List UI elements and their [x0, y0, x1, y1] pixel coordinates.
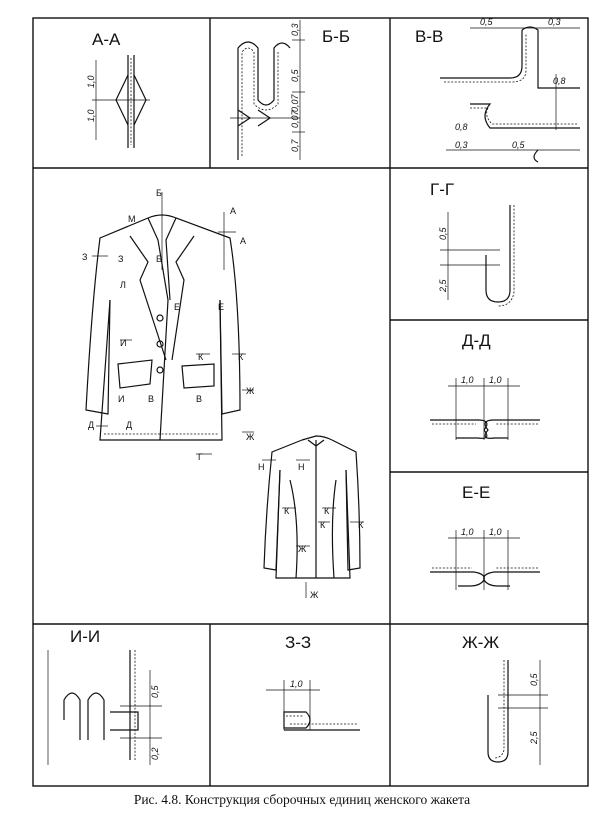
section-gg: Г-Г 0,5 2,5 [430, 180, 515, 307]
svg-text:И: И [120, 338, 126, 348]
svg-text:К: К [198, 352, 204, 362]
svg-text:1,0: 1,0 [489, 375, 502, 385]
section-title: В-В [415, 27, 443, 46]
jacket-back-view [262, 435, 364, 598]
svg-text:Н: Н [258, 462, 265, 472]
section-ee: Е-Е 1,0 1,0 [430, 483, 540, 590]
section-dd: Д-Д 1,0 1,0 [430, 331, 540, 440]
section-title: Г-Г [430, 180, 454, 199]
svg-text:Л: Л [120, 280, 126, 290]
svg-text:З: З [118, 254, 123, 264]
svg-text:Б: Б [156, 254, 162, 264]
svg-text:К: К [324, 506, 330, 516]
svg-text:0,5: 0,5 [480, 17, 494, 27]
svg-text:М: М [128, 214, 136, 224]
svg-text:Ж: Ж [298, 544, 307, 554]
svg-text:0,5: 0,5 [438, 226, 448, 240]
svg-text:0,5: 0,5 [150, 684, 160, 698]
jacket-front-marks: Б А М А З З Б Л Е Е И К К Ж И В В Д Д Ж … [82, 188, 255, 462]
svg-text:К: К [358, 520, 364, 530]
outer-frame [32, 17, 589, 787]
section-title: Ж-Ж [462, 633, 499, 652]
svg-text:0,7: 0,7 [290, 138, 300, 152]
section-title: Б-Б [322, 27, 350, 46]
svg-text:0,07: 0,07 [290, 93, 300, 112]
svg-text:1,0: 1,0 [461, 527, 474, 537]
section-title: Д-Д [462, 331, 491, 350]
svg-text:Д: Д [126, 420, 132, 430]
svg-text:2,5: 2,5 [529, 730, 539, 745]
section-title: Е-Е [462, 483, 490, 502]
svg-text:И: И [118, 394, 124, 404]
svg-text:0,07: 0,07 [290, 109, 300, 128]
svg-text:0,5: 0,5 [290, 68, 300, 82]
svg-text:0,5: 0,5 [529, 672, 539, 686]
svg-text:Е: Е [174, 302, 180, 312]
section-title: А-А [92, 30, 121, 49]
svg-text:0,3: 0,3 [290, 23, 300, 36]
svg-text:1,0: 1,0 [290, 679, 303, 689]
svg-text:0,8: 0,8 [455, 122, 468, 132]
svg-text:Ж: Ж [246, 386, 255, 396]
section-title: З-З [285, 633, 311, 652]
section-vv: В-В 0,5 0,3 0,8 0,8 0,3 0,5 [415, 17, 580, 163]
svg-text:Б: Б [156, 188, 162, 198]
svg-text:0,8: 0,8 [553, 76, 566, 86]
svg-text:А: А [240, 236, 246, 246]
svg-text:Е: Е [218, 302, 224, 312]
svg-text:0,2: 0,2 [150, 747, 160, 760]
svg-text:Н: Н [298, 462, 305, 472]
section-ii: И-И 0,5 0,2 [47, 627, 162, 765]
section-zhzh: Ж-Ж 0,5 2,5 [462, 633, 548, 765]
svg-text:З: З [82, 252, 87, 262]
svg-text:Ж: Ж [246, 432, 255, 442]
figure-caption: Рис. 4.8. Конструкция сборочных единиц ж… [133, 792, 471, 807]
svg-text:К: К [320, 520, 326, 530]
svg-text:0,5: 0,5 [512, 140, 526, 150]
svg-text:1,0: 1,0 [489, 527, 502, 537]
svg-text:1,0: 1,0 [86, 75, 96, 88]
svg-text:Г: Г [198, 452, 203, 462]
svg-text:Д: Д [88, 420, 94, 430]
svg-text:1,0: 1,0 [461, 375, 474, 385]
jacket-back-marks: Н Н К К К К Ж Ж [258, 462, 364, 600]
svg-text:В: В [196, 394, 202, 404]
svg-text:1,0: 1,0 [86, 109, 96, 122]
svg-text:В: В [148, 394, 154, 404]
jacket-front-view [85, 192, 254, 455]
section-title: И-И [70, 627, 100, 646]
svg-text:Ж: Ж [310, 590, 319, 600]
section-bb: Б-Б 0,3 0,5 0,07 0,07 0,7 [230, 20, 350, 160]
svg-text:А: А [230, 206, 236, 216]
grid-frame [32, 17, 589, 787]
svg-text:К: К [238, 352, 244, 362]
svg-text:К: К [284, 506, 290, 516]
svg-text:2,5: 2,5 [438, 278, 448, 293]
svg-text:0,3: 0,3 [455, 140, 468, 150]
section-aa: А-А 1,0 1,0 [86, 30, 150, 148]
section-zz: З-З 1,0 [266, 633, 360, 731]
svg-text:0,3: 0,3 [548, 17, 561, 27]
